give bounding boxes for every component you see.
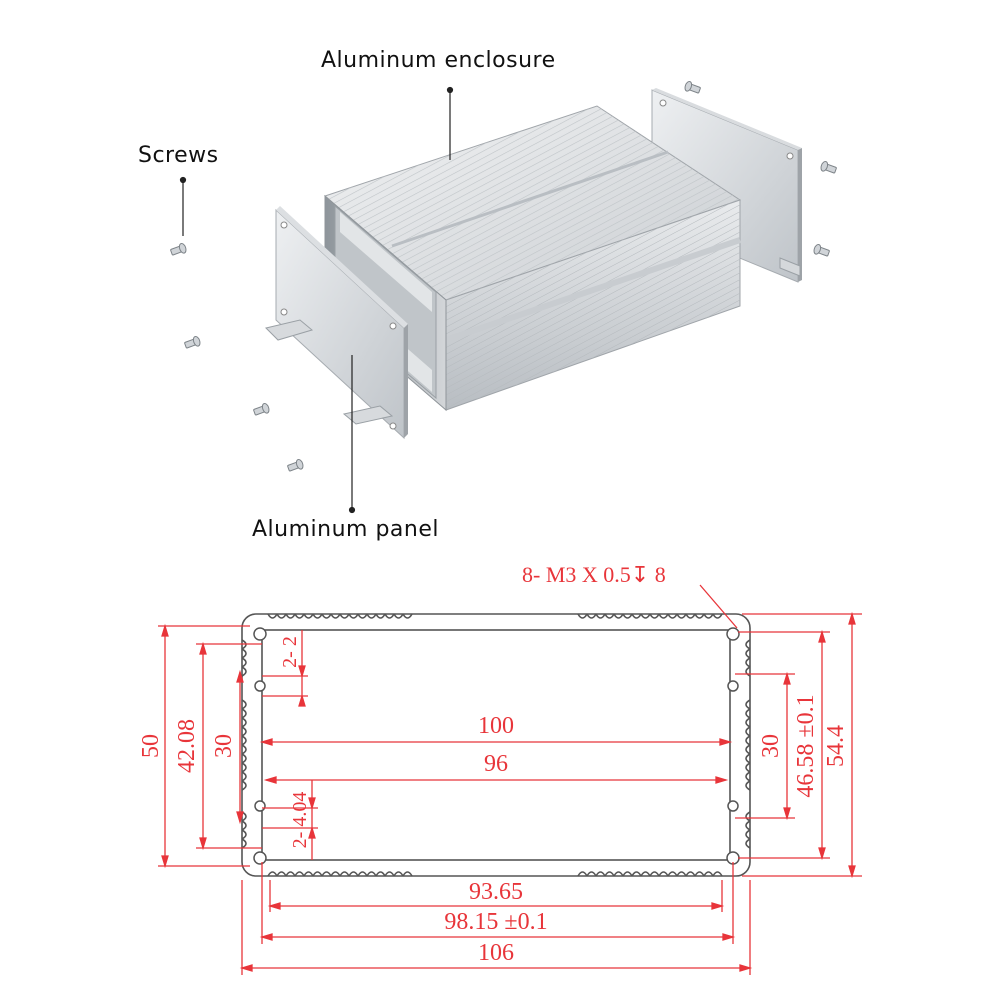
screw-boss <box>253 627 267 641</box>
cross-section-drawing: 8- M3 X 0.5↧ 8 100 96 93.65 98.15 ±0.1 1… <box>138 562 862 975</box>
dim-30-left: 30 <box>211 734 237 758</box>
screw-icon <box>253 402 270 416</box>
dim-100: 100 <box>478 713 514 739</box>
exploded-view-illustration <box>170 80 837 514</box>
dim-42-08: 42.08 <box>174 719 200 773</box>
dim-50: 50 <box>138 734 164 758</box>
screw-boss <box>253 851 267 865</box>
dimension-lines <box>158 584 862 975</box>
enclosure-profile-outline <box>241 613 751 877</box>
dim-98-15: 98.15 ±0.1 <box>444 909 547 935</box>
left-aluminum-panel <box>265 206 408 440</box>
screw-boss <box>254 680 266 692</box>
dim-2-2: 2- 2 <box>279 636 301 668</box>
dim-93-65: 93.65 <box>469 879 523 905</box>
screw-icon <box>287 458 304 472</box>
screw-icon <box>820 160 837 174</box>
dim-30-right: 30 <box>758 734 784 758</box>
dim-106: 106 <box>478 940 514 966</box>
screw-boss <box>727 680 739 692</box>
screw-icon <box>170 242 187 256</box>
screw-icon <box>184 335 201 349</box>
aluminum-enclosure-body <box>324 105 742 412</box>
dim-2-4-04: 2- 4.04 <box>289 792 311 849</box>
screw-icon <box>684 80 701 94</box>
dim-96: 96 <box>484 751 508 777</box>
dim-46-58: 46.58 ±0.1 <box>793 694 819 797</box>
aluminum-panel-label: Aluminum panel <box>252 517 439 542</box>
screw-boss <box>726 627 740 641</box>
screw-icon <box>813 243 830 257</box>
callout-leader-lines <box>179 86 454 514</box>
screws-label: Screws <box>138 143 219 168</box>
screw-boss <box>727 800 739 812</box>
thread-spec-label: 8- M3 X 0.5↧ 8 <box>522 562 666 587</box>
screw-boss-group <box>253 627 740 865</box>
screw-boss <box>254 800 266 812</box>
screw-icon-group <box>170 80 837 472</box>
aluminum-enclosure-label: Aluminum enclosure <box>321 48 556 73</box>
dim-54-4: 54.4 <box>823 725 849 767</box>
